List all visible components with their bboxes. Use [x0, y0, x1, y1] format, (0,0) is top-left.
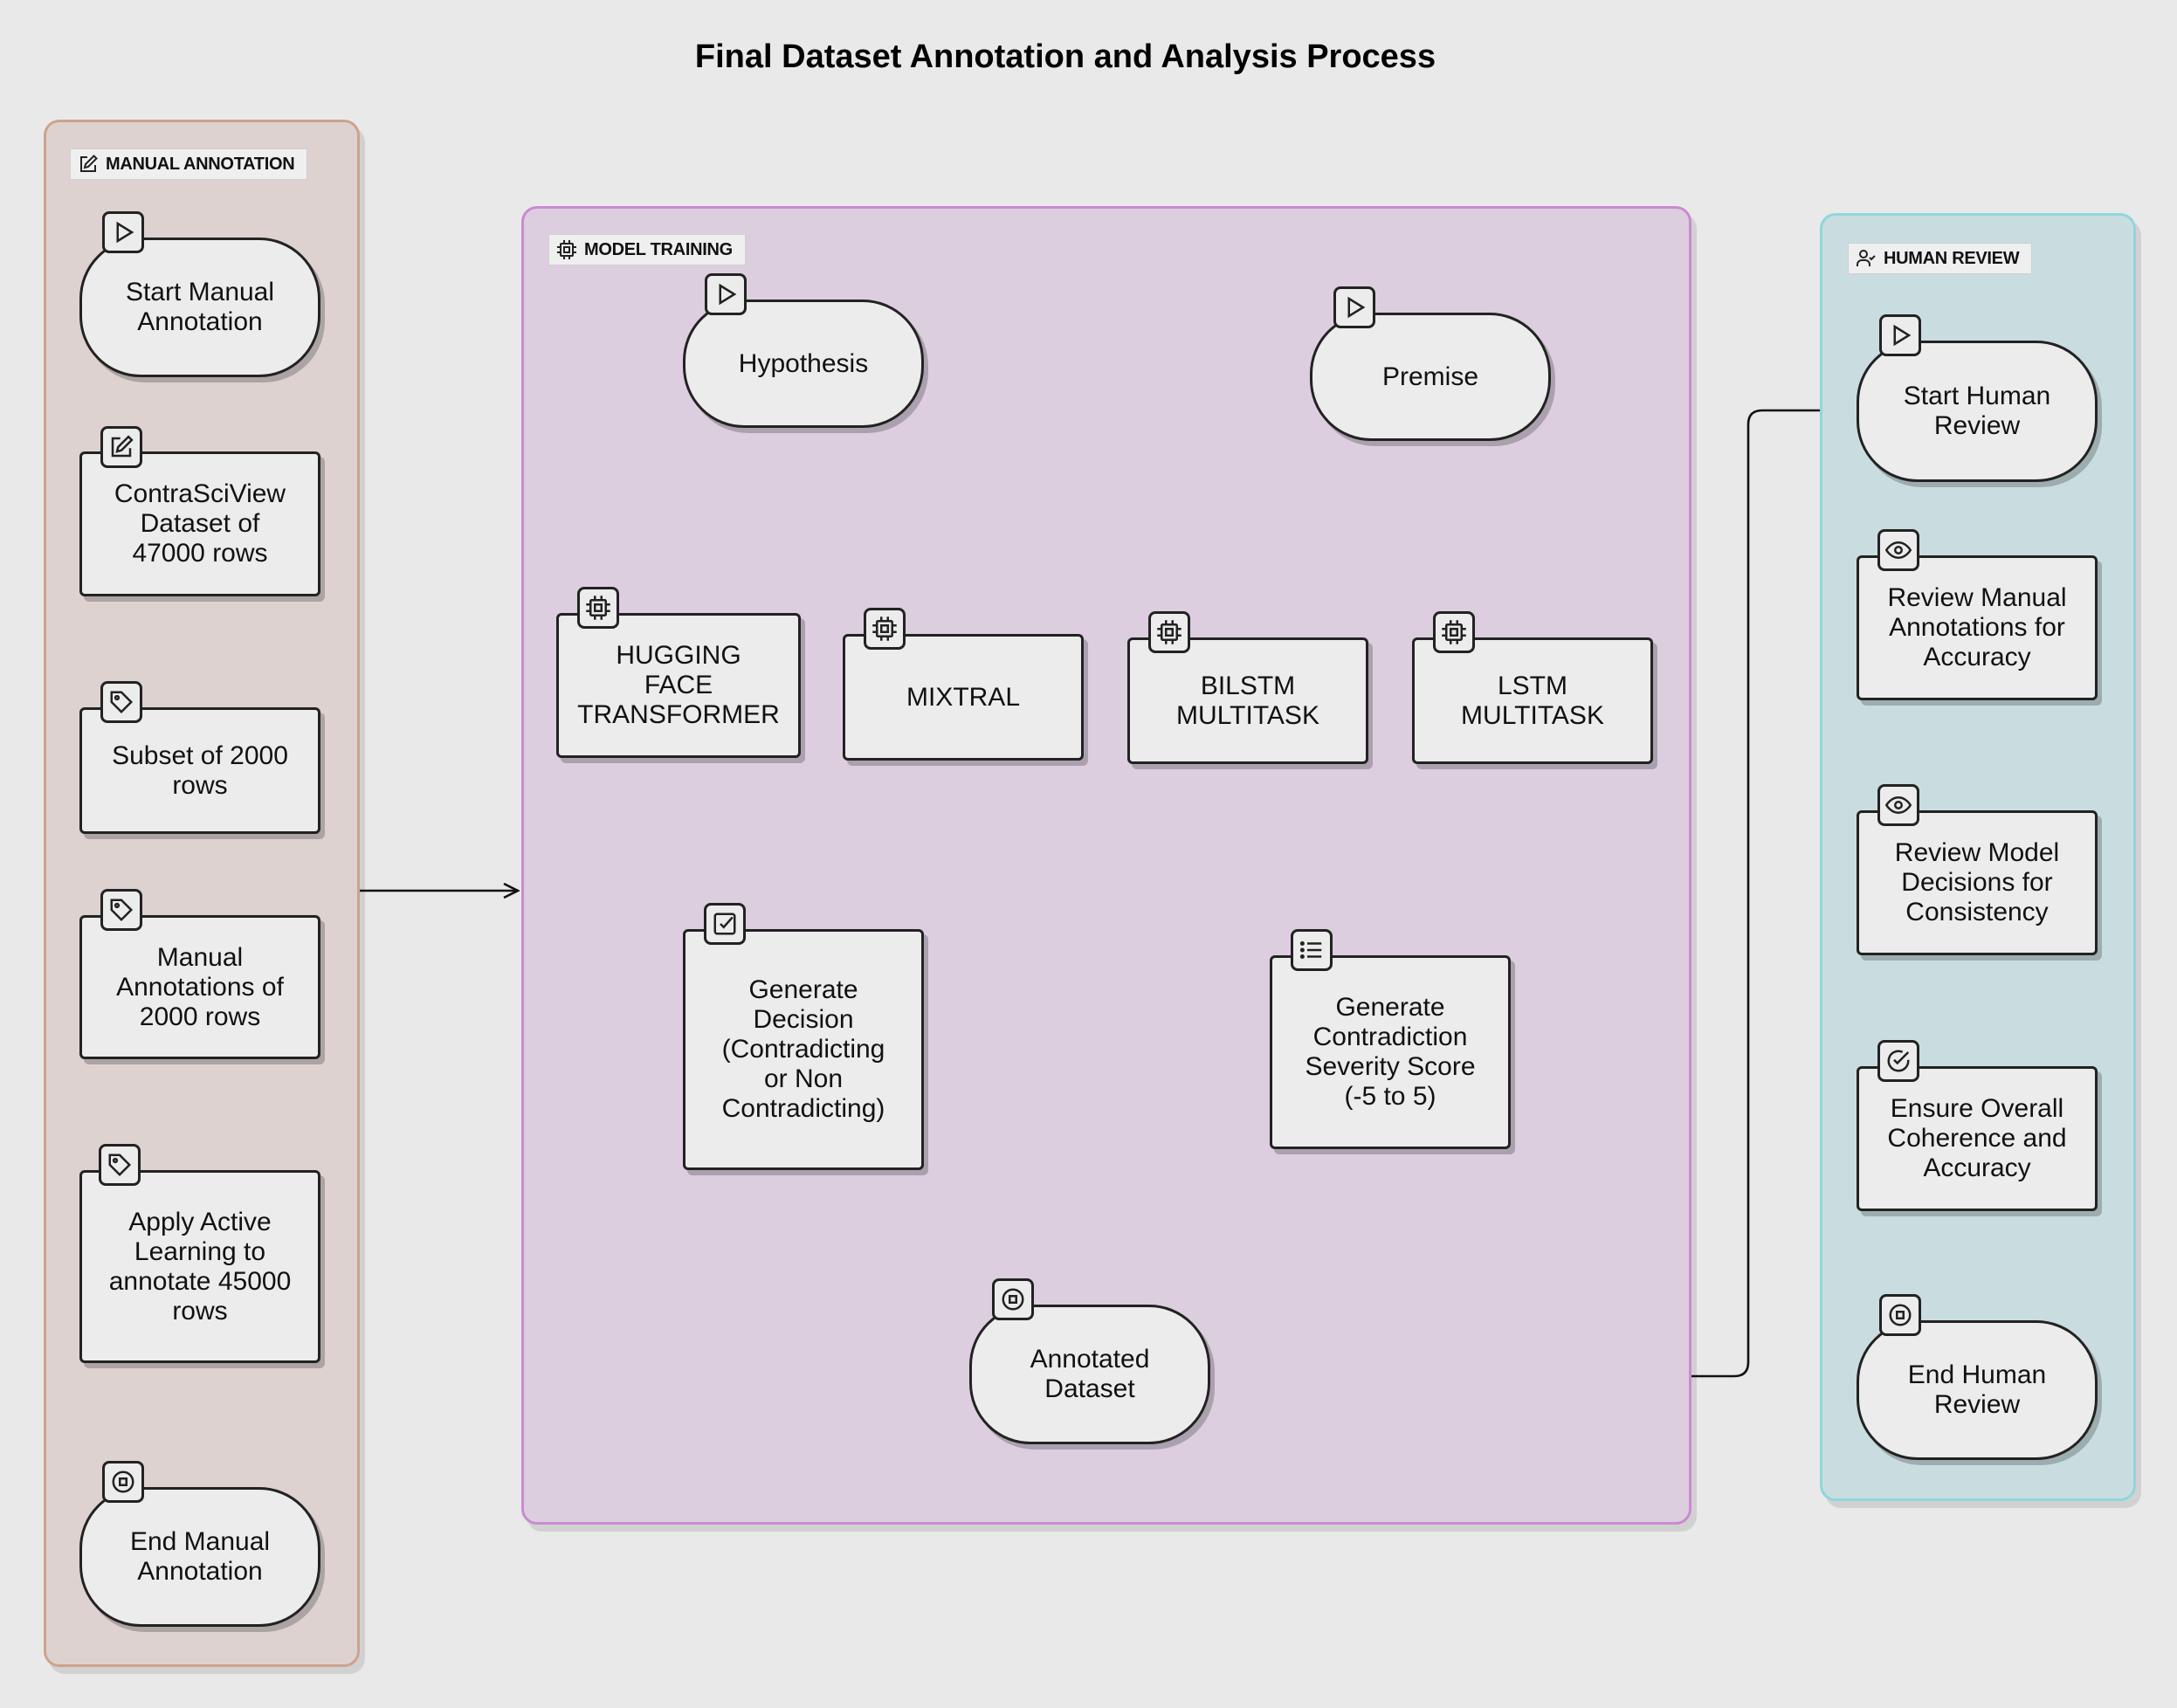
badge-end-manual	[102, 1461, 144, 1503]
node-end-human-review[interactable]: End Human Review	[1857, 1320, 2098, 1460]
node-subset[interactable]: Subset of 2000 rows	[79, 707, 320, 834]
checkbox-icon	[713, 913, 736, 935]
badge-lstm	[1433, 611, 1475, 653]
edit-icon	[80, 155, 98, 172]
badge-premise	[1333, 286, 1375, 328]
lane-manual-annotation	[44, 120, 360, 1667]
node-active-learning[interactable]: Apply Active Learning to annotate 45000 …	[79, 1170, 320, 1363]
node-ensure-coherence[interactable]: Ensure Overall Coherence and Accuracy	[1857, 1066, 2098, 1211]
edit-icon	[111, 435, 134, 458]
lane-label-human-review: HUMAN REVIEW	[1848, 243, 2033, 274]
badge-review-model	[1877, 784, 1919, 826]
badge-start-manual	[102, 211, 144, 253]
badge-generate-decision	[704, 903, 746, 945]
badge-hf-transformer	[577, 587, 619, 629]
eye-icon	[1885, 795, 1912, 815]
stop-icon	[1002, 1288, 1024, 1311]
stop-icon	[112, 1470, 134, 1493]
list-icon	[1299, 941, 1322, 959]
node-review-manual-annotations[interactable]: Review Manual Annotations for Accuracy	[1857, 555, 2098, 700]
eye-icon	[1885, 541, 1912, 560]
badge-hypothesis	[705, 273, 747, 315]
node-contrasciview-dataset[interactable]: ContraSciView Dataset of 47000 rows	[79, 451, 320, 596]
chip-icon	[586, 596, 610, 620]
lane-label-text: MODEL TRAINING	[584, 239, 733, 259]
edge-dataset-to-review	[1211, 410, 1853, 1378]
badge-annotated-dataset	[992, 1278, 1034, 1320]
lane-label-text: MANUAL ANNOTATION	[106, 154, 295, 174]
chip-icon	[1442, 620, 1466, 644]
stop-icon	[1889, 1304, 1912, 1326]
badge-mixtral	[864, 608, 906, 650]
node-lstm-multitask[interactable]: LSTM MULTITASK	[1412, 637, 1653, 764]
chip-icon	[557, 240, 576, 259]
chip-icon	[1157, 620, 1182, 644]
node-end-manual-annotation[interactable]: End Manual Annotation	[79, 1487, 320, 1627]
badge-start-human-review	[1879, 314, 1921, 356]
tag-icon	[108, 1154, 132, 1177]
badge-generate-severity	[1291, 929, 1333, 971]
badge-active-learning	[99, 1144, 141, 1186]
node-annotated-dataset[interactable]: Annotated Dataset	[969, 1305, 1210, 1444]
play-icon	[116, 221, 134, 244]
node-mixtral[interactable]: MIXTRAL	[843, 634, 1084, 761]
badge-bilstm	[1148, 611, 1190, 653]
node-start-manual-annotation[interactable]: Start Manual Annotation	[79, 238, 320, 377]
badge-review-manual	[1877, 529, 1919, 571]
user-check-icon	[1857, 250, 1876, 266]
lane-label-model-training: MODEL TRAINING	[548, 234, 746, 265]
tag-icon	[110, 691, 134, 714]
play-icon	[719, 283, 737, 306]
node-premise[interactable]: Premise	[1310, 313, 1551, 441]
lane-label-text: HUMAN REVIEW	[1884, 248, 2020, 268]
node-hugging-face-transformer[interactable]: HUGGING FACE TRANSFORMER	[556, 613, 801, 758]
diagram-title: Final Dataset Annotation and Analysis Pr…	[694, 38, 1436, 75]
play-icon	[1347, 296, 1366, 319]
badge-contrasciview	[100, 426, 142, 468]
badge-manual-annotations	[100, 889, 142, 931]
badge-subset	[100, 681, 142, 723]
node-hypothesis[interactable]: Hypothesis	[683, 300, 924, 428]
chip-icon	[872, 616, 897, 641]
node-generate-decision[interactable]: Generate Decision (Contradicting or Non …	[683, 929, 924, 1170]
lane-label-manual-annotation: MANUAL ANNOTATION	[70, 148, 308, 180]
node-start-human-review[interactable]: Start Human Review	[1857, 341, 2098, 482]
node-generate-severity-score[interactable]: Generate Contradiction Severity Score (-…	[1270, 955, 1511, 1149]
node-bilstm-multitask[interactable]: BILSTM MULTITASK	[1127, 637, 1368, 764]
badge-ensure	[1877, 1040, 1919, 1082]
check-circle-icon	[1887, 1050, 1910, 1072]
tag-icon	[110, 899, 134, 922]
play-icon	[1893, 324, 1912, 347]
node-review-model-decisions[interactable]: Review Model Decisions for Consistency	[1857, 810, 2098, 955]
badge-end-human-review	[1879, 1294, 1921, 1336]
node-manual-annotations[interactable]: Manual Annotations of 2000 rows	[79, 915, 320, 1059]
